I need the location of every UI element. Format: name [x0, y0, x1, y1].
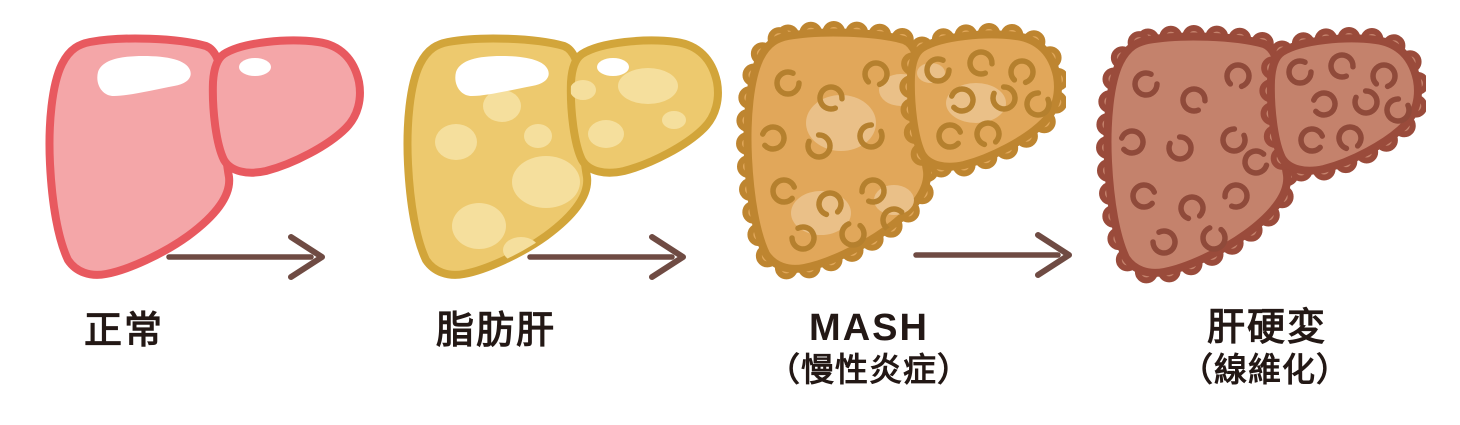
stage-sublabel-cirrhosis: （線維化） — [1180, 351, 1350, 388]
liver-fatty-illustration — [386, 14, 726, 299]
liver-cirrhosis-illustration — [1086, 12, 1429, 297]
progression-arrow-icon — [527, 234, 686, 280]
stage-sublabel-mash: （慢性炎症） — [767, 351, 971, 388]
liver-cirrhosis-svg — [1096, 25, 1429, 284]
stage-label-normal: 正常 — [83, 310, 165, 352]
progression-arrow-icon — [913, 232, 1072, 278]
liver-mash-svg — [736, 21, 1069, 280]
liver-mash-illustration — [726, 8, 1069, 293]
progression-arrow-icon — [166, 234, 325, 280]
stage-label-mash: MASH — [809, 307, 929, 349]
liver-fatty-svg — [403, 34, 722, 279]
stage-label-cirrhosis: 肝硬変 — [1206, 307, 1328, 349]
liver-normal-illustration — [28, 14, 368, 299]
liver-normal-svg — [45, 34, 364, 279]
stage-label-fatty: 脂肪肝 — [435, 310, 557, 352]
